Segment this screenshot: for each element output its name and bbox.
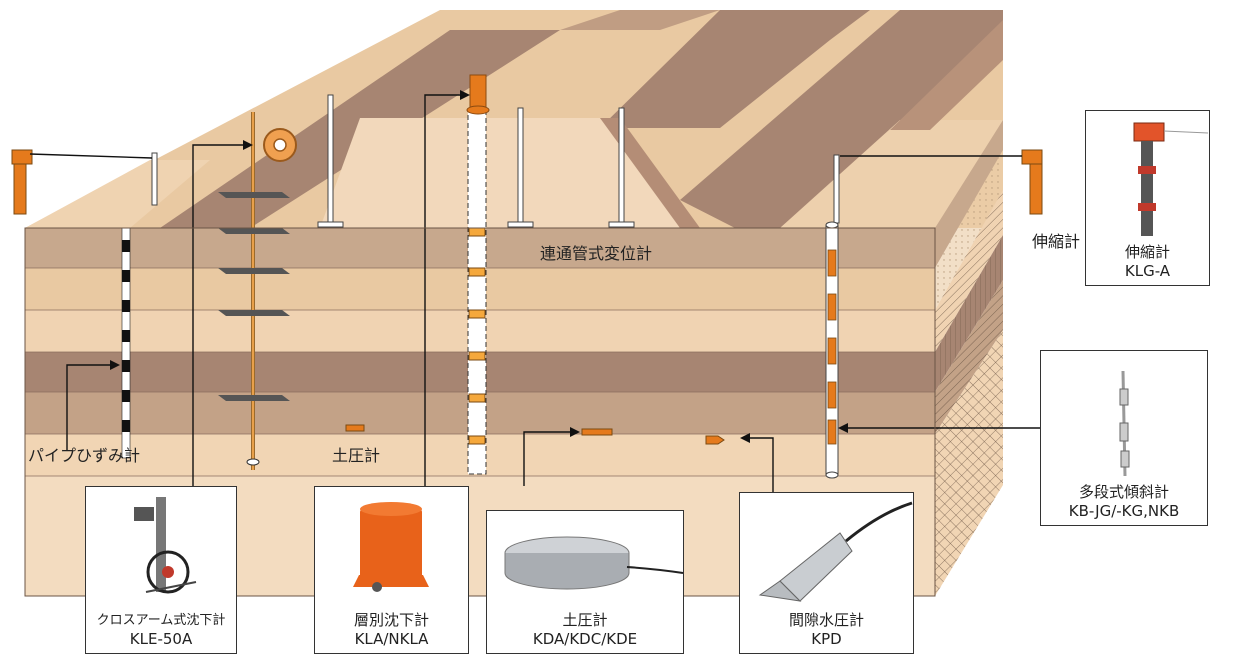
cross-arm-settlement-gauge-icon bbox=[134, 497, 197, 594]
earth-pressure-label: 土圧計 bbox=[332, 446, 381, 465]
piezometer-icon bbox=[758, 501, 913, 602]
card-model: KB-JG/-KG,NKB bbox=[1068, 502, 1180, 520]
layered-settlement-gauge-tube bbox=[466, 74, 490, 475]
soil-layers-side-face bbox=[934, 120, 1003, 596]
card-name: 多段式傾斜計 bbox=[1078, 483, 1169, 501]
card-kla-nkla: 層別沈下計 KLA/NKLA bbox=[314, 486, 469, 654]
card-kpd: 間隙水圧計 KPD bbox=[739, 492, 914, 654]
earth-pressure-cell-icon bbox=[504, 536, 684, 590]
leader-lines bbox=[29, 94, 1040, 492]
card-kb-jg: 多段式傾斜計 KB-JG/-KG,NKB bbox=[1040, 350, 1208, 526]
card-name: 層別沈下計 bbox=[353, 611, 429, 629]
layered-settlement-gauge-icon bbox=[353, 502, 429, 592]
leader-arrowheads bbox=[110, 90, 848, 443]
extensometer-label: 伸縮計 bbox=[1032, 232, 1081, 251]
multi-stage-inclinometer-icon bbox=[1119, 370, 1130, 477]
pipe-strain-gauge-label: パイプひずみ計 bbox=[28, 446, 141, 465]
surface-settlement-posts bbox=[151, 94, 840, 228]
card-model: KLA/NKLA bbox=[354, 630, 429, 648]
card-model: KLG-A bbox=[1124, 262, 1171, 280]
card-name: 土圧計 bbox=[562, 611, 608, 629]
card-kda-kdc-kde: 土圧計 KDA/KDC/KDE bbox=[486, 510, 684, 654]
cross-arm-settlement-gauge bbox=[218, 112, 297, 470]
card-model: KDA/KDC/KDE bbox=[532, 630, 638, 648]
card-name: 伸縮計 bbox=[1124, 243, 1170, 261]
extensometer-right bbox=[1021, 149, 1043, 215]
pipe-strain-gauge-pipe bbox=[121, 227, 131, 459]
connected-pipe-displacement-label: 連通管式変位計 bbox=[540, 244, 653, 263]
card-klg-a: 伸縮計 KLG-A bbox=[1085, 110, 1210, 286]
card-model: KPD bbox=[811, 630, 842, 648]
card-name: クロスアーム式沈下計 bbox=[96, 613, 226, 628]
embankment-top-surface bbox=[25, 10, 1003, 228]
card-name: 間隙水圧計 bbox=[788, 611, 864, 629]
card-model: KLE-50A bbox=[129, 630, 193, 648]
extensometer-left bbox=[11, 149, 33, 215]
inclinometer-tube bbox=[825, 221, 839, 479]
buried-sensors bbox=[345, 424, 725, 445]
card-kle-50a: クロスアーム式沈下計 KLE-50A bbox=[85, 486, 237, 654]
extensometer-icon bbox=[1133, 122, 1209, 236]
